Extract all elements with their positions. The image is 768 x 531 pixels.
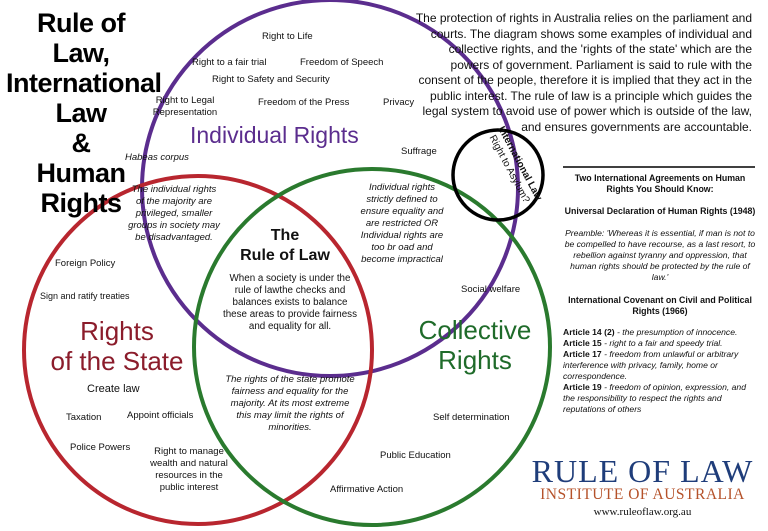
- article-label: Article 15: [563, 338, 602, 348]
- individual-rights-circle: [140, 0, 520, 378]
- state-item-appoint-officials: Appoint officials: [127, 410, 194, 421]
- rights-of-state-heading-line: Rights: [80, 316, 154, 346]
- state-item-foreign-policy: Foreign Policy: [55, 258, 116, 269]
- panel-divider: [563, 166, 755, 168]
- collective-rights-heading: Collective Rights: [405, 315, 545, 375]
- article-label: Article 14 (2): [563, 327, 615, 337]
- title-line: International: [6, 68, 162, 98]
- individual-item-privacy: Privacy: [383, 97, 415, 108]
- collective-item-public-education: Public Education: [380, 450, 451, 461]
- collective-item-social-welfare: Social welfare: [461, 284, 521, 295]
- article-item: Article 17 - freedom from unlawful or ar…: [563, 349, 757, 382]
- individual-item-suffrage: Suffrage: [401, 146, 437, 157]
- collective-item-affirmative-action: Affirmative Action: [330, 484, 404, 495]
- article-text: - freedom from unlawful or arbitrary int…: [563, 349, 739, 381]
- individual-item-press: Freedom of the Press: [258, 97, 350, 108]
- article-text: - the presumption of innocence.: [614, 327, 738, 337]
- state-item-create-law: Create law: [87, 383, 140, 395]
- rule-of-law-title-line: Rule of Law: [240, 247, 330, 264]
- rule-of-law-text: When a society is under the rule of lawt…: [223, 273, 357, 332]
- agreements-panel: Two International Agreements on Human Ri…: [563, 173, 757, 415]
- international-law-circle: [451, 128, 545, 222]
- logo-sub-text: INSTITUTE OF AUSTRALIA: [540, 486, 745, 503]
- individual-item-legal-rep: Right to Legal Representation: [152, 95, 218, 118]
- collective-rights-heading-line: Rights: [438, 345, 512, 375]
- article-text: - right to a fair and speedy trial.: [601, 338, 723, 348]
- panel-heading: Two International Agreements on Human Ri…: [574, 173, 746, 194]
- title-line: Law: [55, 98, 107, 128]
- collective-rights-heading-line: Collective: [418, 315, 532, 345]
- rights-of-state-heading: Rights of the State: [42, 316, 192, 376]
- logo-url: www.ruleoflaw.org.au: [593, 506, 692, 518]
- title-line: &: [71, 128, 92, 158]
- rule-of-law-title-line: The: [270, 227, 300, 244]
- rights-of-state-heading-line: of the State: [50, 346, 184, 376]
- rule-of-law-title: The Rule of Law: [230, 226, 340, 266]
- overlap-state-collective-text: The rights of the state promote fairness…: [225, 374, 355, 433]
- article-label: Article 19: [563, 382, 602, 392]
- state-item-police-powers: Police Powers: [70, 442, 131, 453]
- title-line: Rights: [40, 188, 123, 218]
- title-line: Human: [36, 158, 126, 188]
- individual-item-speech: Freedom of Speech: [300, 57, 384, 68]
- iccpr-articles: Article 14 (2) - the presumption of inno…: [563, 327, 757, 415]
- article-item: Article 19 - freedom of opinion, express…: [563, 382, 757, 415]
- individual-item-habeas: Habeas corpus: [125, 152, 189, 163]
- page-title: Rule of Law, International Law & Human R…: [6, 8, 162, 218]
- individual-item-fair-trial: Right to a fair trial: [192, 57, 267, 68]
- udhr-title: Universal Declaration of Human Rights (1…: [564, 206, 756, 216]
- title-line: Rule of Law,: [37, 8, 126, 68]
- article-item: Article 15 - right to a fair and speedy …: [563, 338, 757, 349]
- rights-of-state-circle: [22, 174, 374, 526]
- udhr-preamble: Preamble: 'Whereas it is essential, if m…: [564, 228, 756, 282]
- collective-item-self-determination: Self determination: [433, 412, 510, 423]
- overlap-individual-state-text: The individual rights of the majority ar…: [128, 184, 220, 243]
- overlap-individual-collective-text: Individual rights strictly defined to en…: [360, 182, 444, 265]
- article-item: Article 14 (2) - the presumption of inno…: [563, 327, 757, 338]
- iccpr-title: International Covenant on Civil and Poli…: [568, 295, 752, 316]
- rule-of-law-institute-logo: RULE OF LAW INSTITUTE OF AUSTRALIA www.r…: [530, 455, 755, 519]
- individual-item-safety: Right to Safety and Security: [212, 74, 330, 85]
- individual-rights-heading: Individual Rights: [190, 122, 359, 148]
- article-label: Article 17: [563, 349, 602, 359]
- state-item-treaties: Sign and ratify treaties: [40, 291, 130, 301]
- individual-item-life: Right to Life: [262, 31, 313, 42]
- collective-rights-circle: [192, 167, 552, 527]
- state-item-wealth: Right to manage wealth and natural resou…: [150, 446, 228, 493]
- logo-main-text: RULE OF LAW: [531, 453, 754, 489]
- article-text: - freedom of opinion, expression, and th…: [563, 382, 746, 414]
- state-item-taxation: Taxation: [66, 412, 102, 423]
- intro-paragraph: The protection of rights in Australia re…: [415, 11, 752, 134]
